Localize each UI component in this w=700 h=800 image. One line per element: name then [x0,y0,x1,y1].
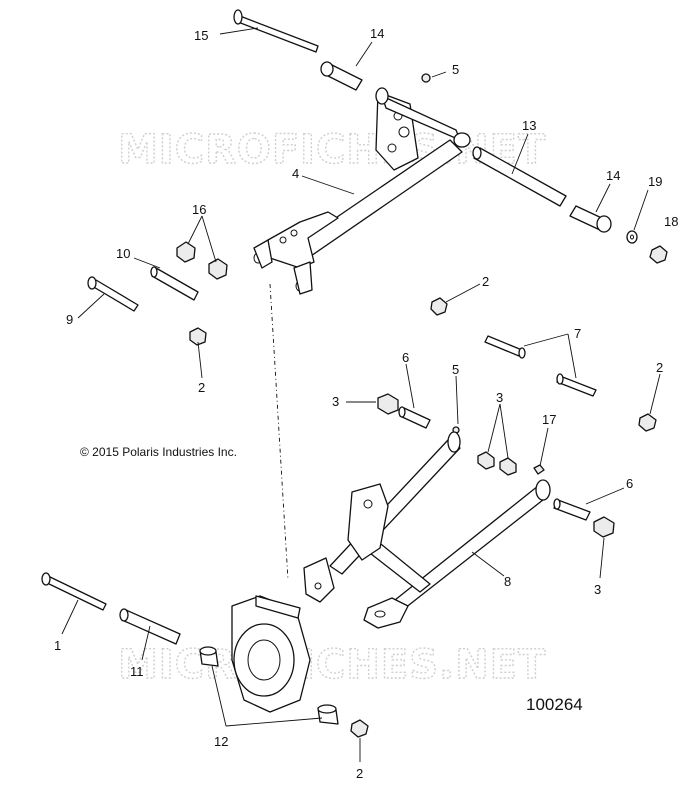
callouts: 15 14 5 13 4 14 19 18 16 10 9 2 2 7 2 6 … [54,26,678,781]
callout-3-right: 3 [594,582,601,597]
part-7-bolts [484,335,597,397]
steering-knuckle [231,595,311,713]
callout-2-bottom: 2 [356,766,363,781]
part-6-bushing-right [553,498,591,521]
part-9-bolt [87,276,139,312]
part-2-nut-d [350,719,369,738]
part-3-bushing-left [377,393,399,415]
part-2-nut-a [189,327,207,346]
callout-2-right: 2 [656,360,663,375]
part-15-bolt [233,9,319,53]
part-16-nuts [176,241,228,280]
part-14-bushing-top [320,61,363,91]
part-3-bushing-right [593,516,615,538]
part-3-bushings-mid [477,451,517,476]
part-13-tube [472,146,567,207]
watermark-bottom: MICROFICHES.NET [118,642,546,688]
callout-17: 17 [542,412,556,427]
callout-12: 12 [214,734,228,749]
callout-18: 18 [664,214,678,229]
callout-3-mid: 3 [496,390,503,405]
part-12-bushings [199,646,339,725]
callout-19: 19 [648,174,662,189]
callout-1: 1 [54,638,61,653]
callout-6-left: 6 [402,350,409,365]
part-10-bushing [150,266,199,301]
alignment-line [269,283,289,581]
callout-5-top: 5 [452,62,459,77]
part-18-nut [649,245,668,264]
callout-3-left: 3 [332,394,339,409]
callout-2-mid: 2 [482,274,489,289]
callout-16: 16 [192,202,206,217]
part-17-fitting [533,464,545,475]
callout-15: 15 [194,28,208,43]
part-14-bushing-right [569,205,612,233]
callout-5-mid: 5 [452,362,459,377]
callout-2-left: 2 [198,380,205,395]
callout-8: 8 [504,574,511,589]
callout-4: 4 [292,166,299,181]
callout-14-right: 14 [606,168,620,183]
diagram-reference-number: 100264 [526,695,583,714]
part-19-washer [626,230,638,244]
upper-control-arm [253,87,471,295]
part-5-nut-top [421,73,431,83]
part-6-bushing-left [398,406,431,429]
part-1-bolt [41,572,107,611]
callout-14-top: 14 [370,26,384,41]
part-2-nut-c [638,413,657,432]
lower-control-arm [303,431,551,629]
part-11-tube [119,608,181,645]
leader-lines [61,27,661,762]
callout-13: 13 [522,118,536,133]
copyright-notice: © 2015 Polaris Industries Inc. [80,445,237,459]
callout-11: 11 [130,664,144,679]
callout-7: 7 [574,326,581,341]
part-2-nut-b [430,297,448,316]
callout-9: 9 [66,312,73,327]
callout-6-right: 6 [626,476,633,491]
callout-10: 10 [116,246,130,261]
